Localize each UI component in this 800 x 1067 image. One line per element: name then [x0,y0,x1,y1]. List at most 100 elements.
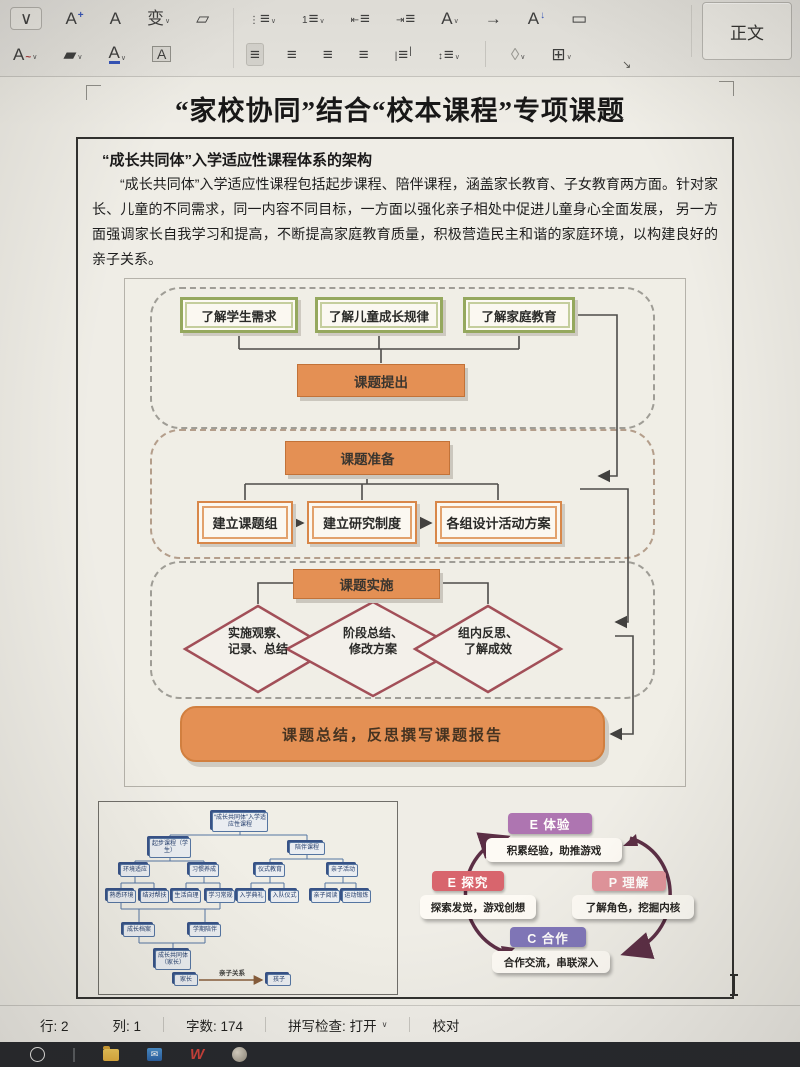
justify-icon[interactable]: ≡ [358,44,369,64]
cycle-desc-experience: 积累经验，助推游戏 [486,838,622,862]
borders-icon[interactable]: ⊞∨ [551,44,572,64]
align-left-icon[interactable]: ≡ [246,42,264,66]
paragraph-group: ⋮≡∨ 1≡∨ ⇤≡ ⇥≡ A∨ → A↓ ▭ ≡ ≡ ≡ ≡ |≡| ↕≡∨ ◊∨ ⊞∨ [246,0,666,76]
clear-format-icon[interactable]: ▱ [196,8,210,28]
numbered-list-icon[interactable]: 1≡∨ [302,8,325,28]
font-group: ∨ A+ A 变∨ ▱ A~∨ ▰∨ A∨ A [10,0,230,76]
orgchart-node: 熟悉环境 [107,890,136,903]
cycle-head-experience: E 体验 [508,813,592,834]
file-explorer-icon[interactable] [103,1045,119,1061]
chevron-down-icon: ∨ [566,53,572,61]
style-name: 正文 [730,23,764,43]
orgchart-node: 成长共同体（家长） [155,950,191,970]
orgchart-node: 亲子阅读 [311,890,340,903]
orgchart-node: 运动锻炼 [342,890,371,903]
flow-topic-implementation: 课题实施 [293,569,440,599]
flowchart-connectors [182,314,634,741]
more-options-icon[interactable]: ∨ [10,6,43,30]
text-effect-icon[interactable]: A~∨ [13,44,38,64]
cycle-desc-understand: 了解角色，挖掘内核 [572,895,694,919]
orgchart-node: 入队仪式 [270,890,299,903]
chevron-down-icon: ∨ [453,17,459,25]
user-avatar-icon[interactable] [232,1047,248,1062]
shading-bucket-icon[interactable]: ◊∨ [510,44,526,64]
flow-input-family-education: 了解家庭教育 [463,297,575,333]
align-center-icon[interactable]: ≡ [286,44,297,64]
orgchart-node: 学习常规 [206,890,235,903]
status-word-count: 字数: 174 [186,1018,244,1034]
orgchart-node: 成长档案 [123,924,155,937]
content-border-box: “成长共同体”入学适应性课程体系的架构 “成长共同体”入学适应性课程包括起步课程… [76,137,734,999]
phonetic-guide-icon[interactable]: 变∨ [146,8,171,28]
flow-step-team: 建立课题组 [197,501,293,544]
chevron-down-icon: ∨ [32,53,38,61]
cycle-head-understand: P 理解 [592,871,666,891]
line-spacing-icon[interactable]: ↕≡∨ [437,44,460,64]
tab-ruler-icon[interactable]: ▭ [571,8,588,28]
status-divider [409,1017,411,1032]
text-direction-icon[interactable]: → [484,8,502,28]
stage2-dashed-group [150,429,655,559]
document-canvas[interactable]: “家校协同”结合“校本课程”专项课题 “成长共同体”入学适应性课程体系的架构 “… [0,77,800,1005]
chevron-down-icon: ∨ [381,1020,388,1029]
orgchart-node: “成长共同体”入学适应性课程 [212,812,268,832]
doc-title: “家校协同”结合“校本课程”专项课题 [175,96,625,126]
cycle-head-cooperate: C 合作 [510,927,586,947]
group-divider [233,8,234,68]
status-divider [163,1017,165,1032]
orgchart-node-child: 孩子 [267,974,291,986]
distribute-icon[interactable]: |≡| [394,44,412,64]
wps-office-icon[interactable]: W [190,1046,205,1063]
flow-final-summary: 课题总结，反思撰写课题报告 [180,706,605,762]
flow-topic-preparation: 课题准备 [285,441,450,475]
chevron-down-icon: ∨ [454,53,460,61]
orgchart-node: 仪式教育 [255,864,285,877]
orgchart-node: 学期陪伴 [189,924,221,937]
orgchart-figure: “成长共同体”入学适应性课程 起步课程（学生） 陪伴课程 环境适应 习惯养成 仪… [98,801,398,995]
stage1-dashed-group [150,287,655,429]
shrink-font-icon[interactable]: A [109,8,121,28]
flowchart-figure: 了解学生需求 了解儿童成长规律 了解家庭教育 课题提出 课题准备 建立课题组 建… [124,278,686,787]
style-gallery[interactable]: 正文 [691,2,792,60]
character-shading-icon[interactable]: A [149,44,174,64]
cycle-figure: E 体验 积累经验，助推游戏 E 探究 探索发觉，游戏创想 P 理解 了解角色，… [420,801,718,993]
orgchart-node: 环境适应 [120,864,150,877]
flow-diamond-observe: 实施观察、 记录、总结 [227,626,288,656]
decrease-indent-icon[interactable]: ⇤≡ [350,8,370,28]
taskbar: ✉ W [0,1042,800,1067]
flow-diamond-reflect: 组内反思、 了解成效 [457,626,518,656]
page-margin-mark [719,81,734,96]
body-paragraph: “成长共同体”入学适应性课程包括起步课程、陪伴课程，涵盖家长教育、子女教育两方面… [92,176,718,267]
orgchart-connectors [120,832,357,985]
ribbon-toolbar: ∨ A+ A 变∨ ▱ A~∨ ▰∨ A∨ A ⋮≡∨ 1≡∨ ⇤≡ ⇥≡ A∨ → A↓ ▭ ≡ ≡ ≡ ≡ |≡… [0,0,800,77]
flow-input-child-growth: 了解儿童成长规律 [315,297,443,333]
orgchart-node-parent: 家长 [174,974,198,986]
increase-indent-icon[interactable]: ⇥≡ [395,8,416,28]
grow-font-icon[interactable]: A+ [65,8,84,28]
highlight-color-icon[interactable]: ▰∨ [63,44,83,64]
chevron-down-icon: ∨ [77,53,83,61]
flow-topic-proposal: 课题提出 [297,364,465,397]
status-column: 列: 1 [112,1018,142,1034]
chevron-down-icon: ∨ [164,17,171,25]
status-line: 行: 2 [40,1018,69,1034]
sort-icon[interactable]: A↓ [527,8,546,28]
change-case-icon[interactable]: A∨ [441,8,459,28]
orgchart-node: 亲子活动 [328,864,358,877]
taskbar-divider [73,1047,75,1062]
dialog-launcher-icon[interactable]: ↘ [622,59,632,71]
orgchart-node: 结对帮扶 [140,890,169,903]
orgchart-node: 习惯养成 [189,864,219,877]
search-icon[interactable] [30,1047,45,1062]
stage3-dashed-group [150,561,655,699]
orgchart-node: 起步课程（学生） [149,838,191,858]
flow-step-activity-plan: 各组设计活动方案 [435,501,562,544]
mail-icon[interactable]: ✉ [147,1048,162,1061]
flow-step-system: 建立研究制度 [307,501,417,544]
bullet-list-icon[interactable]: ⋮≡∨ [249,8,277,28]
status-spell-check[interactable]: 拼写检查: 打开 ∨ [288,1018,388,1034]
font-color-icon[interactable]: A∨ [108,43,126,64]
align-right-icon[interactable]: ≡ [322,44,333,64]
status-proofread[interactable]: 校对 [432,1018,460,1034]
